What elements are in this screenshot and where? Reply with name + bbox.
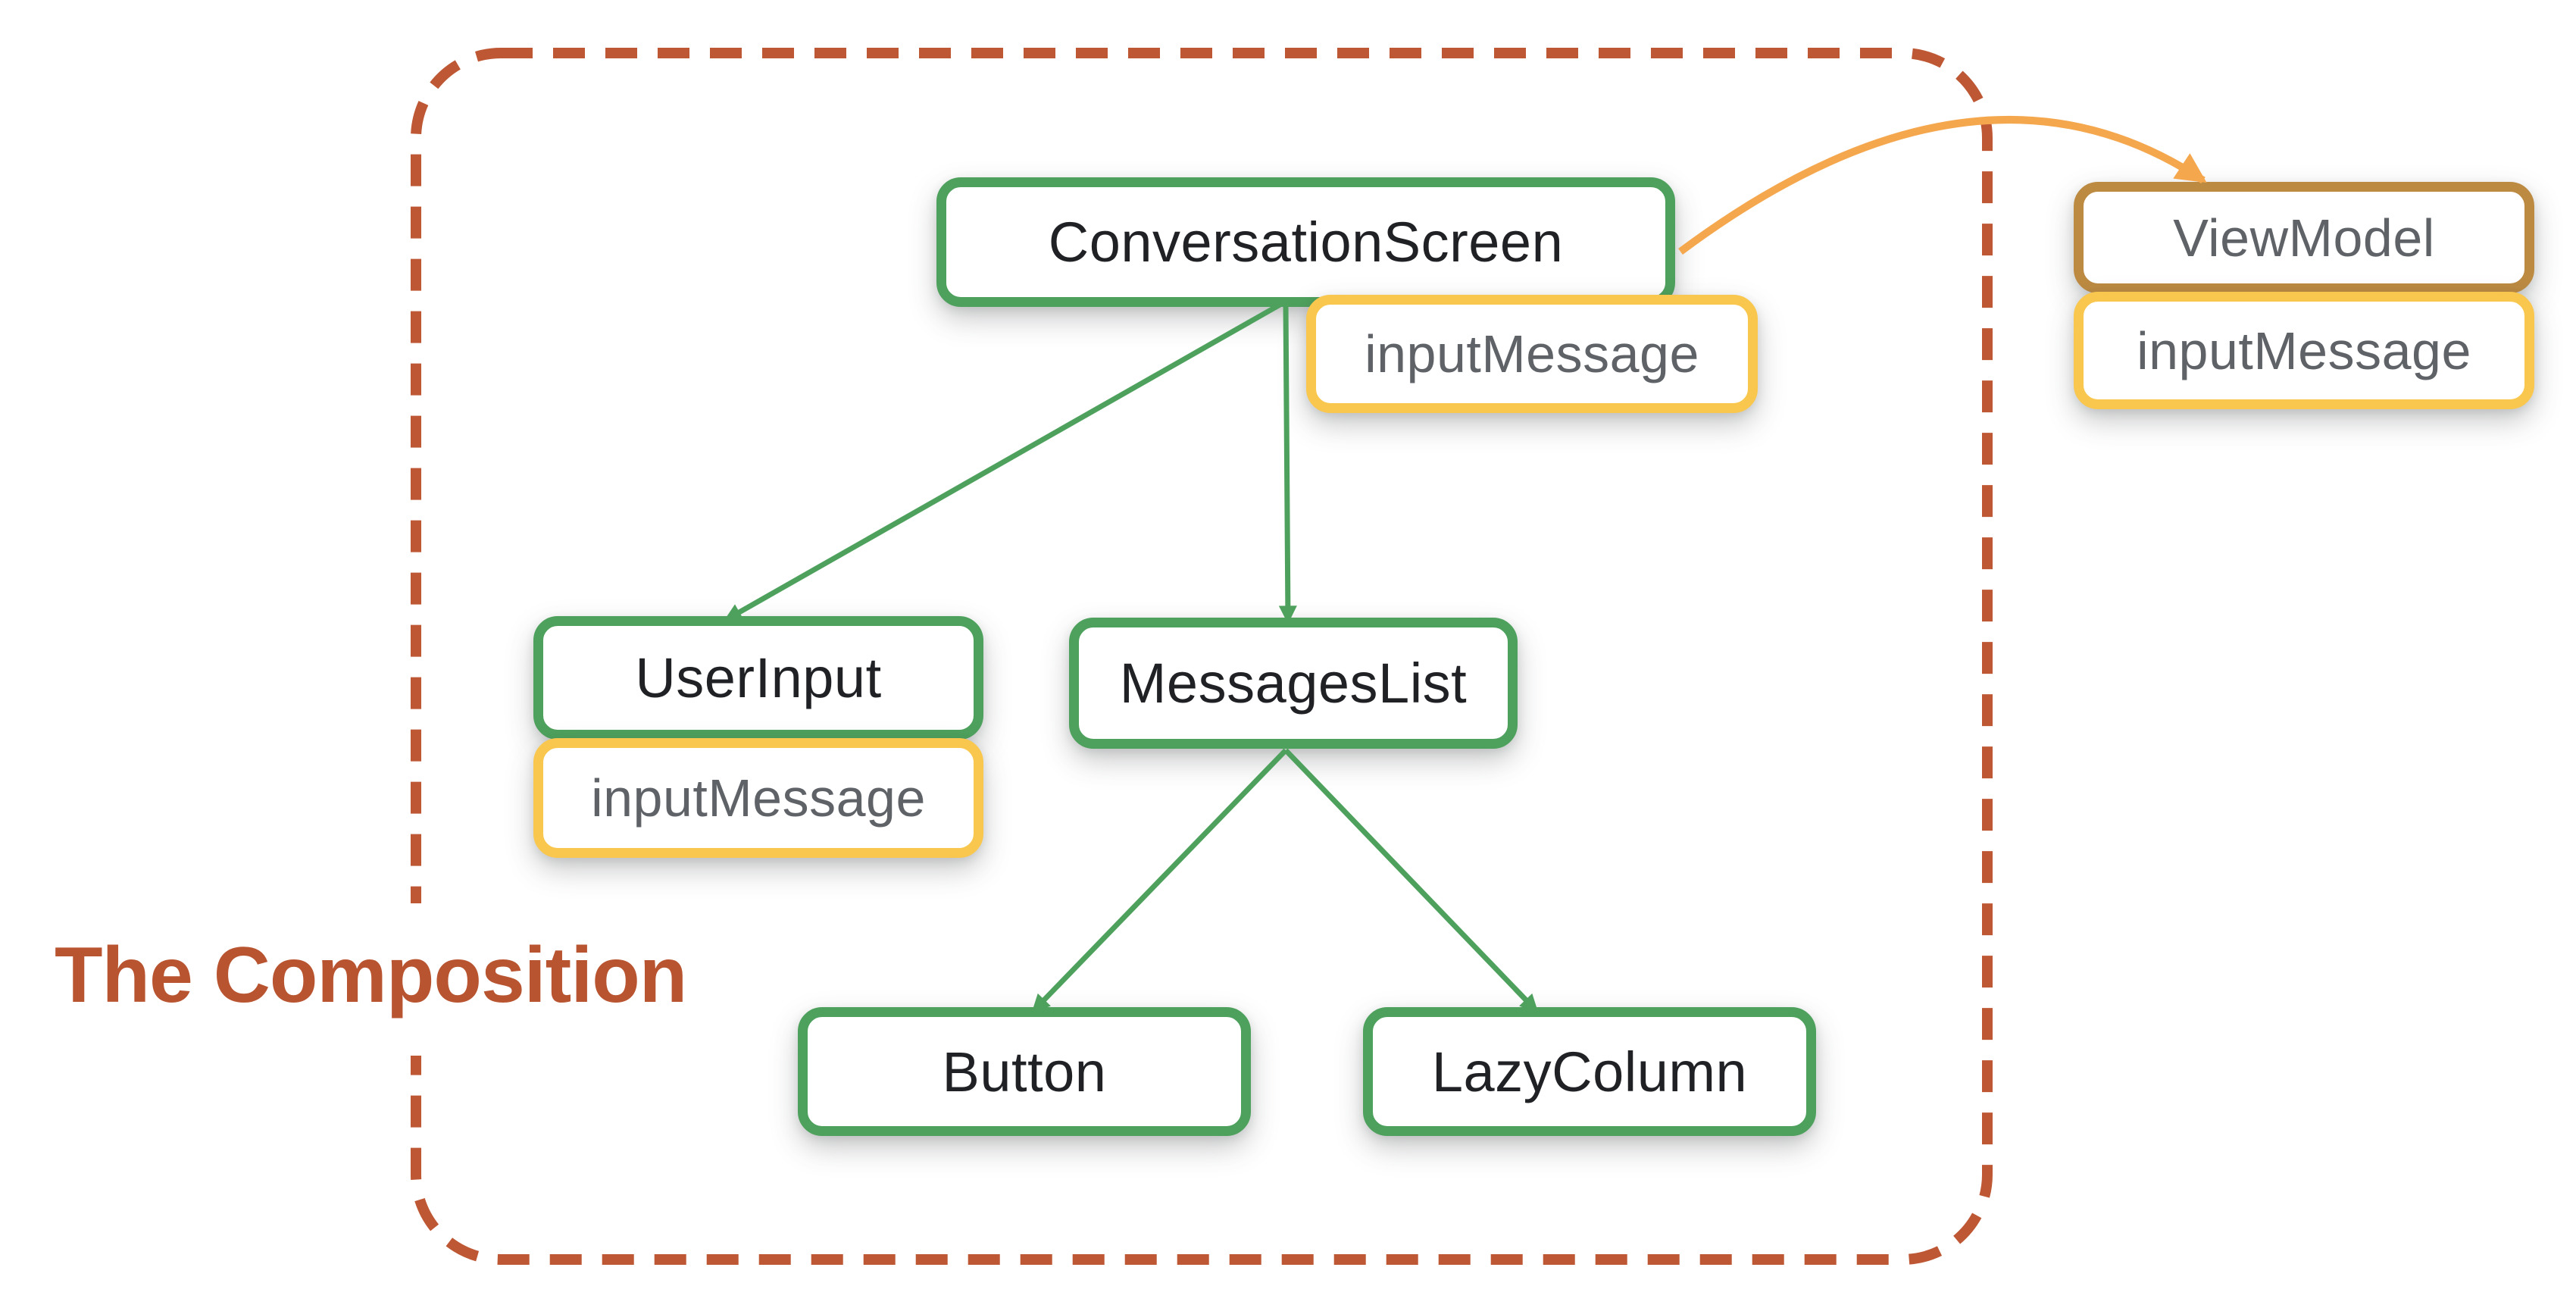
node-user-input: UserInput — [533, 616, 983, 740]
node-user-input-label: UserInput — [635, 646, 882, 709]
composition-title: The Composition — [21, 903, 721, 1056]
node-messages-list: MessagesList — [1069, 618, 1518, 749]
edge-messageslist-to-lazycolumn — [1283, 748, 1539, 1013]
node-view-model-label: ViewModel — [2173, 208, 2435, 268]
node-lazy-column: LazyColumn — [1363, 1007, 1816, 1136]
node-lazy-column-label: LazyColumn — [1431, 1040, 1748, 1103]
state-chip-user-input-message: inputMessage — [533, 738, 983, 858]
node-button: Button — [798, 1007, 1251, 1136]
edge-conversation-to-userinput — [724, 300, 1284, 623]
node-button-label: Button — [942, 1040, 1107, 1103]
state-chip-viewmodel-input-message: inputMessage — [2074, 292, 2534, 409]
edge-messageslist-to-button — [1031, 748, 1288, 1013]
node-conversation-screen: ConversationScreen — [936, 177, 1675, 307]
state-chip-user-label: inputMessage — [591, 768, 926, 828]
node-conversation-screen-label: ConversationScreen — [1048, 211, 1564, 274]
state-chip-conversation-input-message: inputMessage — [1306, 295, 1758, 413]
state-chip-viewmodel-label: inputMessage — [2137, 321, 2471, 380]
state-chip-conversation-label: inputMessage — [1365, 324, 1699, 383]
edge-conversation-to-messageslist — [1278, 302, 1297, 624]
node-view-model: ViewModel — [2074, 182, 2534, 293]
node-messages-list-label: MessagesList — [1119, 652, 1468, 715]
